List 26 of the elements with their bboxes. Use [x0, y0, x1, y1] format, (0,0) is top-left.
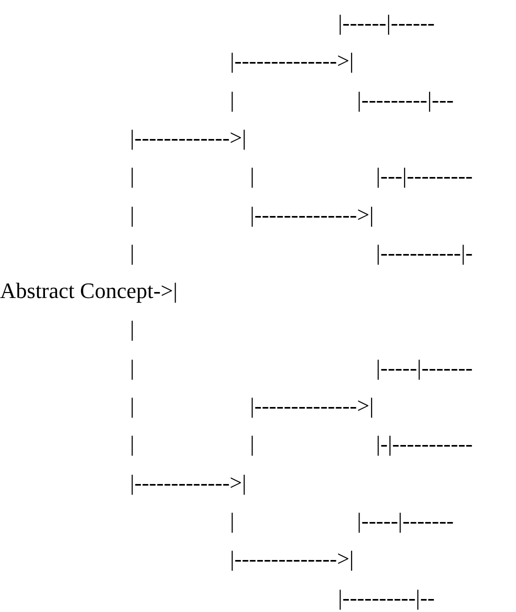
- tree-branch-text: |----------|--: [338, 584, 435, 610]
- tree-branch-text: |-----------|-: [376, 240, 473, 266]
- tree-branch-text: |-|-----------: [376, 431, 473, 458]
- tree-branch-text: |-------------->|: [230, 48, 354, 74]
- tree-branch-text: |---|---------: [376, 163, 473, 190]
- tree-branch-text: |---------|---: [357, 86, 454, 113]
- tree-branch-text: |: [130, 202, 134, 228]
- tree-branch-text: |-------------->|: [230, 546, 354, 572]
- tree-branch-text: |: [130, 316, 134, 342]
- tree-branch-text: |: [230, 508, 234, 534]
- tree-branch-text: |: [130, 354, 134, 381]
- tree-branch-text: |-------------->|: [250, 393, 374, 419]
- tree-branch-text: |: [130, 240, 134, 266]
- tree-branch-text: |: [130, 393, 134, 419]
- tree-branch-text: |-------------->|: [250, 202, 374, 228]
- tree-branch-text: |: [130, 163, 134, 190]
- tree-branch-text: |------------->|: [130, 470, 246, 496]
- tree-branch-text: |-----|-------: [357, 508, 454, 534]
- tree-branch-text: |: [230, 86, 234, 113]
- tree-branch-text: |------------->|: [130, 124, 246, 151]
- tree-branch-text: |------|------: [338, 10, 435, 36]
- tree-branch-text: |: [250, 163, 254, 190]
- tree-branch-text: |-----|-------: [376, 354, 473, 381]
- tree-branch-text: |: [130, 431, 134, 458]
- tree-branch-text: |: [250, 431, 254, 458]
- root-label: Abstract Concept->|: [0, 278, 178, 304]
